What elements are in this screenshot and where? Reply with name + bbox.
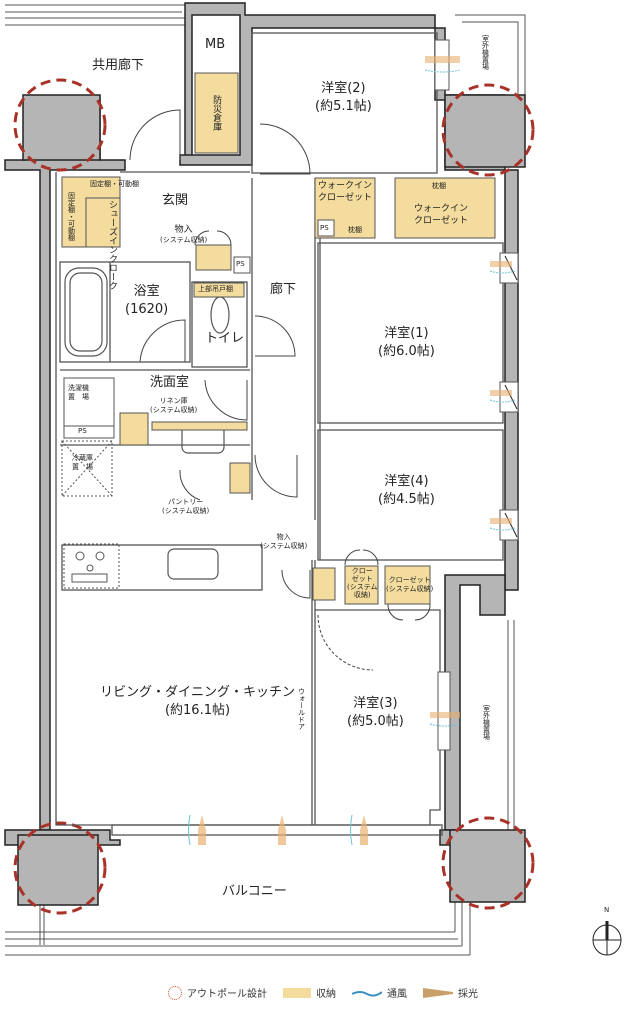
ps-wic-label: PS	[320, 224, 329, 232]
western-1-label: 洋室(1) (約6.0帖)	[378, 326, 435, 359]
ventilation-wave-icon	[352, 990, 382, 997]
shoes-in-closet-label: シューズインクローク	[107, 200, 117, 290]
bathroom-label: 浴室 (1620)	[125, 284, 169, 317]
linen-storage-label: リネン庫 (システム収納)	[150, 397, 198, 415]
toilet-icon	[210, 296, 230, 334]
outdoor-unit-right-label: 室外機置場	[482, 705, 491, 740]
balcony-railing	[5, 620, 515, 956]
fixed-shelf-label-1: 固定棚・可動棚	[90, 180, 139, 188]
bathtub-icon	[64, 267, 108, 357]
ps-entrance-label: PS	[236, 260, 245, 268]
storage-areas	[61, 72, 496, 605]
closet-b-label: クローゼット (システム収納)	[386, 576, 434, 594]
balcony-daylight	[188, 814, 368, 846]
kitchen-sink-icon	[167, 548, 219, 580]
door-swings	[129, 109, 431, 671]
balcony-label: バルコニー	[222, 884, 287, 899]
storage-entrance-label: 物入 (システム収納)	[160, 225, 208, 245]
compass-icon	[592, 921, 622, 956]
fridge-space-label: 冷蔵庫 置 場	[72, 454, 93, 472]
outpole-pillars	[17, 94, 526, 906]
toilet-label: トイレ	[205, 331, 245, 346]
windows-right	[424, 39, 519, 751]
wic-2-shelf-label: 枕棚	[432, 182, 446, 190]
fixed-shelf-label-2: 固定棚・可動棚	[67, 192, 76, 241]
stove-icon	[63, 543, 120, 589]
wic-1-label: ウォークイン クローゼット	[318, 181, 373, 204]
legend-outpole: アウトポール設計	[168, 985, 267, 1000]
mb-label: MB	[205, 37, 226, 52]
corridor-railing	[5, 4, 185, 26]
hallway-label: 廊下	[270, 282, 297, 297]
entrance-label: 玄関	[162, 193, 189, 208]
upper-cabinet-label: 上部吊戸棚	[198, 285, 233, 293]
legend-daylight: 採光	[423, 985, 478, 1000]
ldk-label: リビング・ダイニング・キッチン (約16.1帖)	[100, 685, 296, 718]
storage-mid-label: 物入 (システム収納)	[260, 533, 308, 551]
legend-ventilation: 通風	[352, 985, 407, 1000]
outdoor-unit-top-label: 室外機置場	[481, 35, 490, 70]
common-corridor-label: 共用廊下	[92, 58, 145, 73]
western-4-label: 洋室(4) (約4.5帖)	[378, 474, 435, 507]
washroom-label: 洗面室	[150, 375, 190, 390]
daylight-wedge-icon	[423, 987, 453, 998]
ps-washroom-label: PS	[78, 427, 87, 435]
western-3-label: 洋室(3) (約5.0帖)	[347, 696, 404, 729]
storage-swatch-icon	[283, 987, 311, 998]
pantry-label: パントリー (システム収納)	[162, 498, 210, 516]
western-2-label: 洋室(2) (約5.1帖)	[315, 81, 372, 114]
wic-1-shelf-label: 枕棚	[348, 226, 362, 234]
legend-storage: 収納	[283, 985, 336, 1000]
legend: アウトポール設計 収納 通風 採光	[168, 985, 488, 1000]
washer-space-label: 洗濯機 置 場	[68, 384, 89, 402]
disaster-storage-label: 防災倉庫	[211, 95, 222, 131]
closet-a-label: クロー ゼット (システム 収納)	[347, 567, 378, 600]
north-label: N	[604, 906, 610, 914]
wall-door-label: ウォールドア	[297, 688, 306, 730]
outpole-circles	[13, 78, 535, 915]
wic-2-label: ウォークイン クローゼット	[414, 204, 469, 227]
outpole-circle-icon	[168, 985, 182, 1000]
